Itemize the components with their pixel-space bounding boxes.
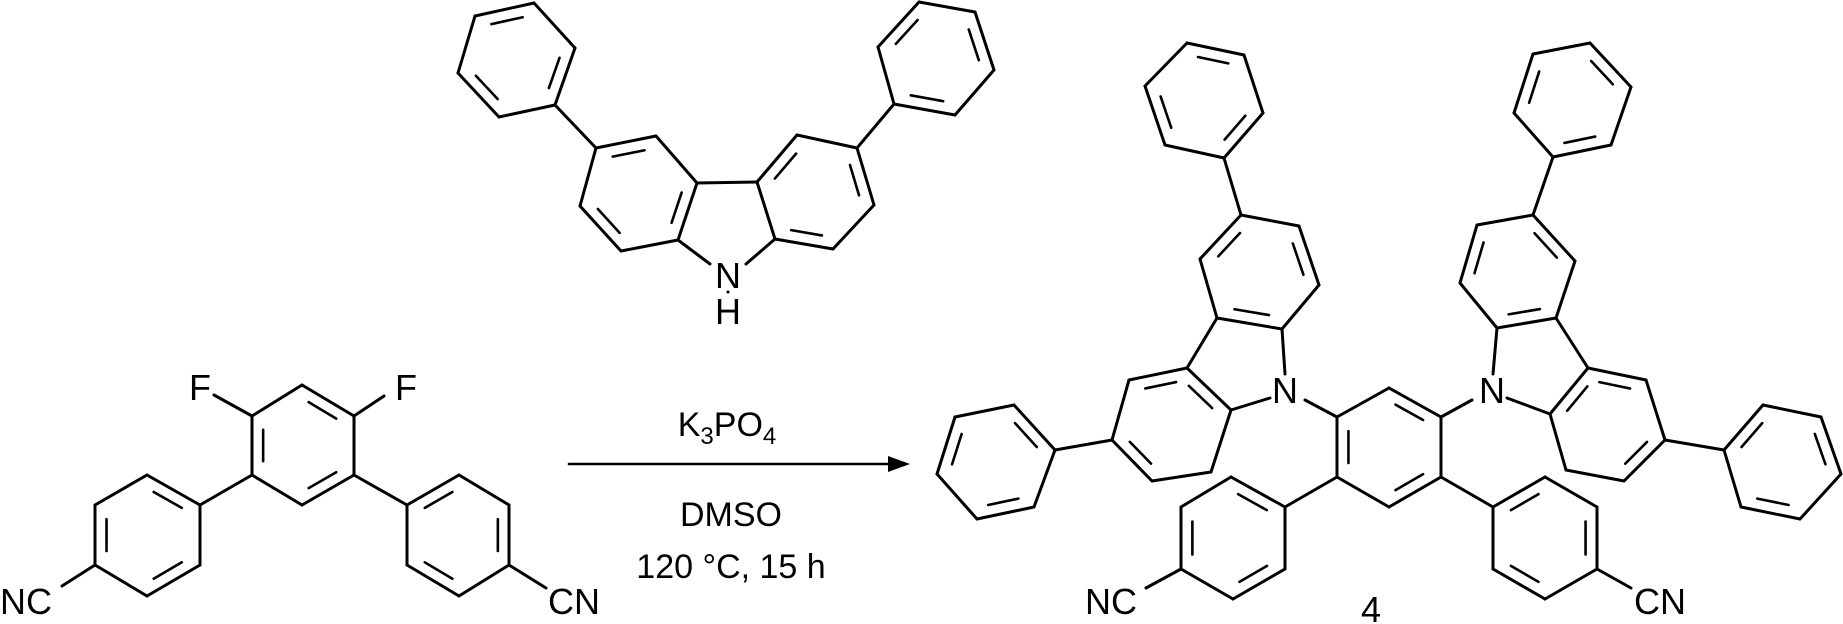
nitrile-right-label: CN bbox=[548, 581, 600, 622]
carbazole-n-label: N bbox=[715, 255, 741, 296]
product-n-right-label: N bbox=[1479, 370, 1505, 411]
product-n-left-label: N bbox=[1272, 370, 1298, 411]
fluorine-left-label: F bbox=[189, 367, 211, 408]
base-label: K3PO4 bbox=[678, 406, 777, 450]
solvent-label: DMSO bbox=[680, 496, 782, 534]
fluorine-right-label: F bbox=[395, 367, 417, 408]
nitrile-left-label: NC bbox=[0, 581, 52, 622]
product-nitrile-left-label: NC bbox=[1085, 581, 1137, 622]
temp-time-label: 120 °C, 15 h bbox=[636, 548, 825, 586]
carbazole-h-label: H bbox=[715, 291, 741, 332]
product-nitrile-right-label: CN bbox=[1634, 581, 1686, 622]
compound-number: 4 bbox=[1361, 589, 1381, 624]
